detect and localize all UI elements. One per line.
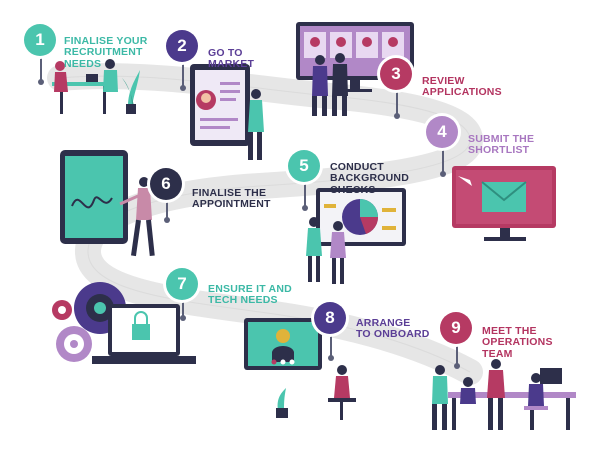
email-monitor-icon	[452, 166, 556, 241]
step-5-badge: 5	[288, 150, 320, 182]
step-2-badge: 2	[166, 30, 198, 62]
step-6-badge: 6	[150, 168, 182, 200]
step-3-badge: 3	[380, 58, 412, 90]
step-7-badge: 7	[166, 268, 198, 300]
step-9-badge: 9	[440, 312, 472, 344]
step-1-badge: 1	[24, 24, 56, 56]
step-8-badge: 8	[314, 302, 346, 334]
signature-tablet-icon	[60, 150, 155, 256]
step-4-badge: 4	[426, 116, 458, 148]
